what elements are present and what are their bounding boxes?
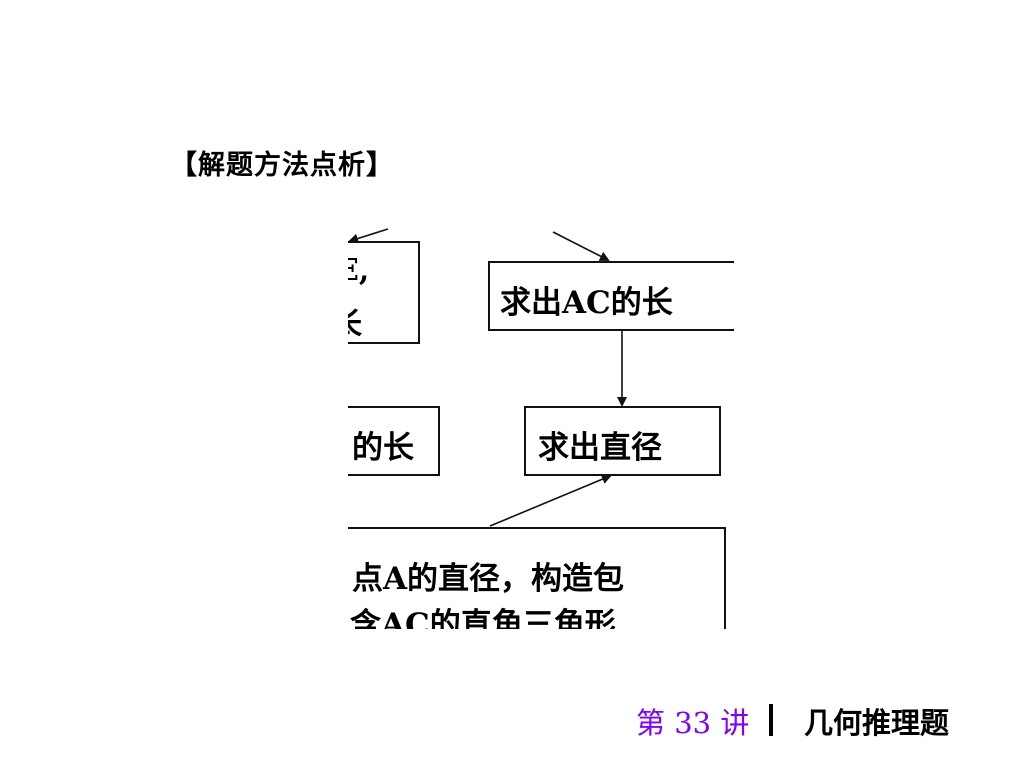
flowchart-figure: E, 长 求出AC的长 的长 求出直径 点A的直径，构造包 含AC的直角三角形 — [348, 225, 734, 629]
arrow-into-top-left — [348, 228, 389, 244]
lecture-number: 第 33 讲 — [636, 706, 750, 740]
box-text: 点A的直径，构造包 — [352, 561, 625, 597]
box-text: 长 — [348, 299, 362, 343]
box-text: 的长 — [352, 430, 414, 466]
flowchart-arrows — [348, 228, 627, 527]
box-text: 求出直径 — [538, 430, 662, 466]
box-text: E, — [348, 253, 370, 288]
box-text: 求出AC的长 — [500, 285, 673, 321]
flowchart-box-mid-left: 的长 — [348, 406, 440, 476]
footer-divider — [769, 704, 773, 736]
flowchart-box-top-left: E, 长 — [348, 241, 420, 344]
arrow-bottom-to-mid-right — [489, 474, 612, 527]
flowchart-box-mid-right: 求出直径 — [524, 406, 721, 476]
section-heading: 【解题方法点析】 — [170, 150, 394, 181]
arrow-into-top-right — [552, 231, 610, 261]
lecture-topic: 几何推理题 — [804, 706, 950, 740]
flowchart-box-top-right: 求出AC的长 — [488, 261, 734, 331]
box-text: 含AC的直角三角形 — [350, 607, 616, 629]
flowchart-box-bottom: 点A的直径，构造包 含AC的直角三角形 — [348, 527, 726, 629]
